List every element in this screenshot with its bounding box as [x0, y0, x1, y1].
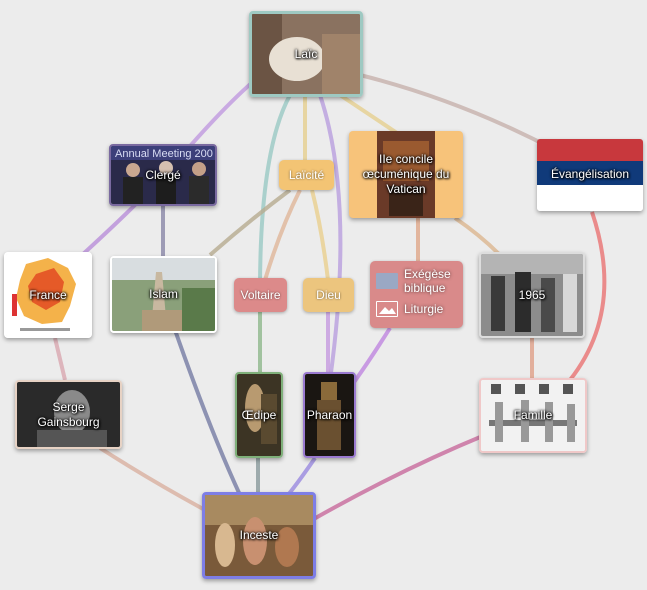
node-vatican[interactable]: IIe concile œcuménique du Vatican: [349, 131, 463, 218]
node-inceste-label: Inceste: [239, 528, 279, 542]
node-laic[interactable]: Laïc: [249, 11, 363, 97]
edge-islam-inceste: [173, 329, 242, 496]
subitem-exegese[interactable]: Exégèse biblique: [376, 267, 457, 295]
flag-red-band: [537, 139, 643, 161]
subitem-exegese-label: Exégèse biblique: [404, 267, 451, 295]
edge-laicite-dieu: [310, 189, 330, 281]
inceste-painting: [205, 495, 313, 576]
node-laic-label: Laïc: [294, 46, 318, 61]
node-oedipe[interactable]: Œdipe: [235, 372, 283, 458]
edge-pharaon-inceste: [286, 456, 317, 497]
france-map: [6, 254, 90, 336]
islam-photo: [112, 258, 215, 331]
subitem-liturgie[interactable]: Liturgie: [376, 301, 457, 317]
node-clerge[interactable]: Annual Meeting 200 Clergé: [109, 144, 217, 206]
node-voltaire-label: Voltaire: [240, 287, 281, 302]
node-dieu-label: Dieu: [316, 287, 341, 302]
node-clerge-label: Clergé: [145, 167, 181, 182]
exegese-thumbnail: [376, 273, 398, 289]
gainsbourg-photo: [17, 382, 120, 447]
edge-gainsbourg-inceste: [98, 446, 206, 512]
node-inceste[interactable]: Inceste: [202, 492, 316, 579]
node-gainsbourg[interactable]: Serge Gainsbourg: [15, 380, 122, 449]
node-pharaon-label: Pharaon: [306, 407, 353, 422]
node-famille-label: Famille: [513, 408, 553, 422]
node-exegese-group[interactable]: Exégèse biblique Liturgie: [370, 261, 463, 328]
edge-laicite-voltaire: [263, 189, 302, 281]
node-vatican-label: IIe concile œcuménique du Vatican: [362, 152, 450, 196]
flag-white-band: [537, 185, 643, 211]
node-1965-label: 1965: [518, 287, 546, 302]
edge-vatican-1965: [453, 216, 502, 257]
edge-laic-vatican: [338, 93, 402, 137]
node-laicite-label: Laïcité: [288, 167, 325, 182]
clerge-photo: [111, 146, 215, 204]
node-pharaon[interactable]: Pharaon: [303, 372, 356, 458]
famille-engraving: [481, 380, 585, 451]
node-voltaire[interactable]: Voltaire: [234, 278, 287, 312]
node-1965[interactable]: 1965: [479, 252, 585, 338]
edge-france-gainsbourg: [53, 337, 67, 381]
laic-photo: [252, 14, 360, 94]
clerge-caption: Annual Meeting 200: [115, 148, 213, 160]
edge-laic-pharaon: [318, 94, 343, 381]
edge-famille-inceste: [311, 433, 486, 522]
edge-evangelisation-famille: [568, 211, 607, 382]
node-famille[interactable]: Famille: [479, 378, 587, 453]
node-dieu[interactable]: Dieu: [303, 278, 354, 312]
image-placeholder-icon: [376, 301, 398, 317]
node-evangelisation-label: Évangélisation: [550, 166, 630, 181]
subitem-liturgie-label: Liturgie: [404, 302, 444, 316]
1965-photo: [481, 254, 583, 336]
vatican-photo: [377, 131, 435, 218]
edge-laicite-islam: [208, 188, 292, 257]
node-france-label: France: [29, 287, 67, 302]
edge-laic-evangelisation: [359, 73, 556, 152]
node-gainsbourg-label: Serge Gainsbourg: [37, 399, 100, 429]
node-france[interactable]: France: [4, 252, 92, 338]
edge-exegese-pharaon: [350, 326, 392, 387]
node-evangelisation[interactable]: Évangélisation: [537, 139, 643, 211]
node-islam[interactable]: Islam: [110, 256, 217, 333]
node-oedipe-label: Œdipe: [241, 407, 277, 422]
flag-blue-band: [537, 161, 643, 185]
node-islam-label: Islam: [149, 287, 178, 301]
oedipe-painting: [237, 374, 281, 456]
edge-laic-voltaire: [258, 94, 292, 291]
pharaon-painting: [305, 374, 354, 456]
node-laicite[interactable]: Laïcité: [279, 160, 334, 190]
